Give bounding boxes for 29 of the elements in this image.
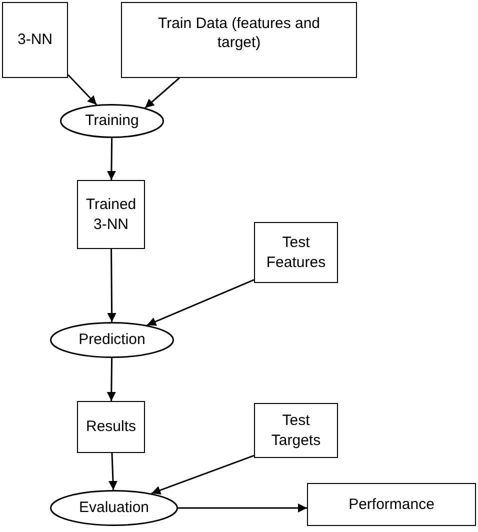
- process-ellipse: [50, 490, 178, 526]
- arrow: [146, 279, 254, 326]
- arrow: [107, 249, 116, 322]
- node-label: Train Data (features and target): [156, 14, 322, 52]
- node-label: Evaluation: [78, 498, 150, 518]
- process-box: [77, 401, 145, 453]
- node-label: Prediction: [78, 330, 146, 350]
- node-label: Trained 3-NN: [84, 195, 138, 234]
- process-ellipse: [50, 322, 174, 358]
- arrow: [144, 77, 180, 108]
- arrow: [178, 504, 307, 512]
- node-label: Test Features: [265, 233, 327, 272]
- node-label: 3-NN: [16, 30, 54, 50]
- node-label: Performance: [348, 494, 436, 514]
- process-box: [254, 403, 338, 458]
- arrow: [106, 138, 116, 180]
- process-box: [307, 483, 476, 526]
- process-ellipse: [60, 104, 164, 138]
- node-label: Training: [84, 111, 140, 131]
- node-label: Results: [84, 417, 138, 437]
- arrow: [151, 454, 254, 494]
- arrow: [67, 74, 98, 106]
- arrow: [108, 452, 118, 490]
- node-label: Test Targets: [270, 411, 322, 450]
- process-box: [121, 2, 357, 78]
- process-box: [77, 180, 145, 249]
- process-box: [254, 222, 338, 283]
- arrow: [106, 358, 116, 401]
- process-box: [2, 2, 68, 78]
